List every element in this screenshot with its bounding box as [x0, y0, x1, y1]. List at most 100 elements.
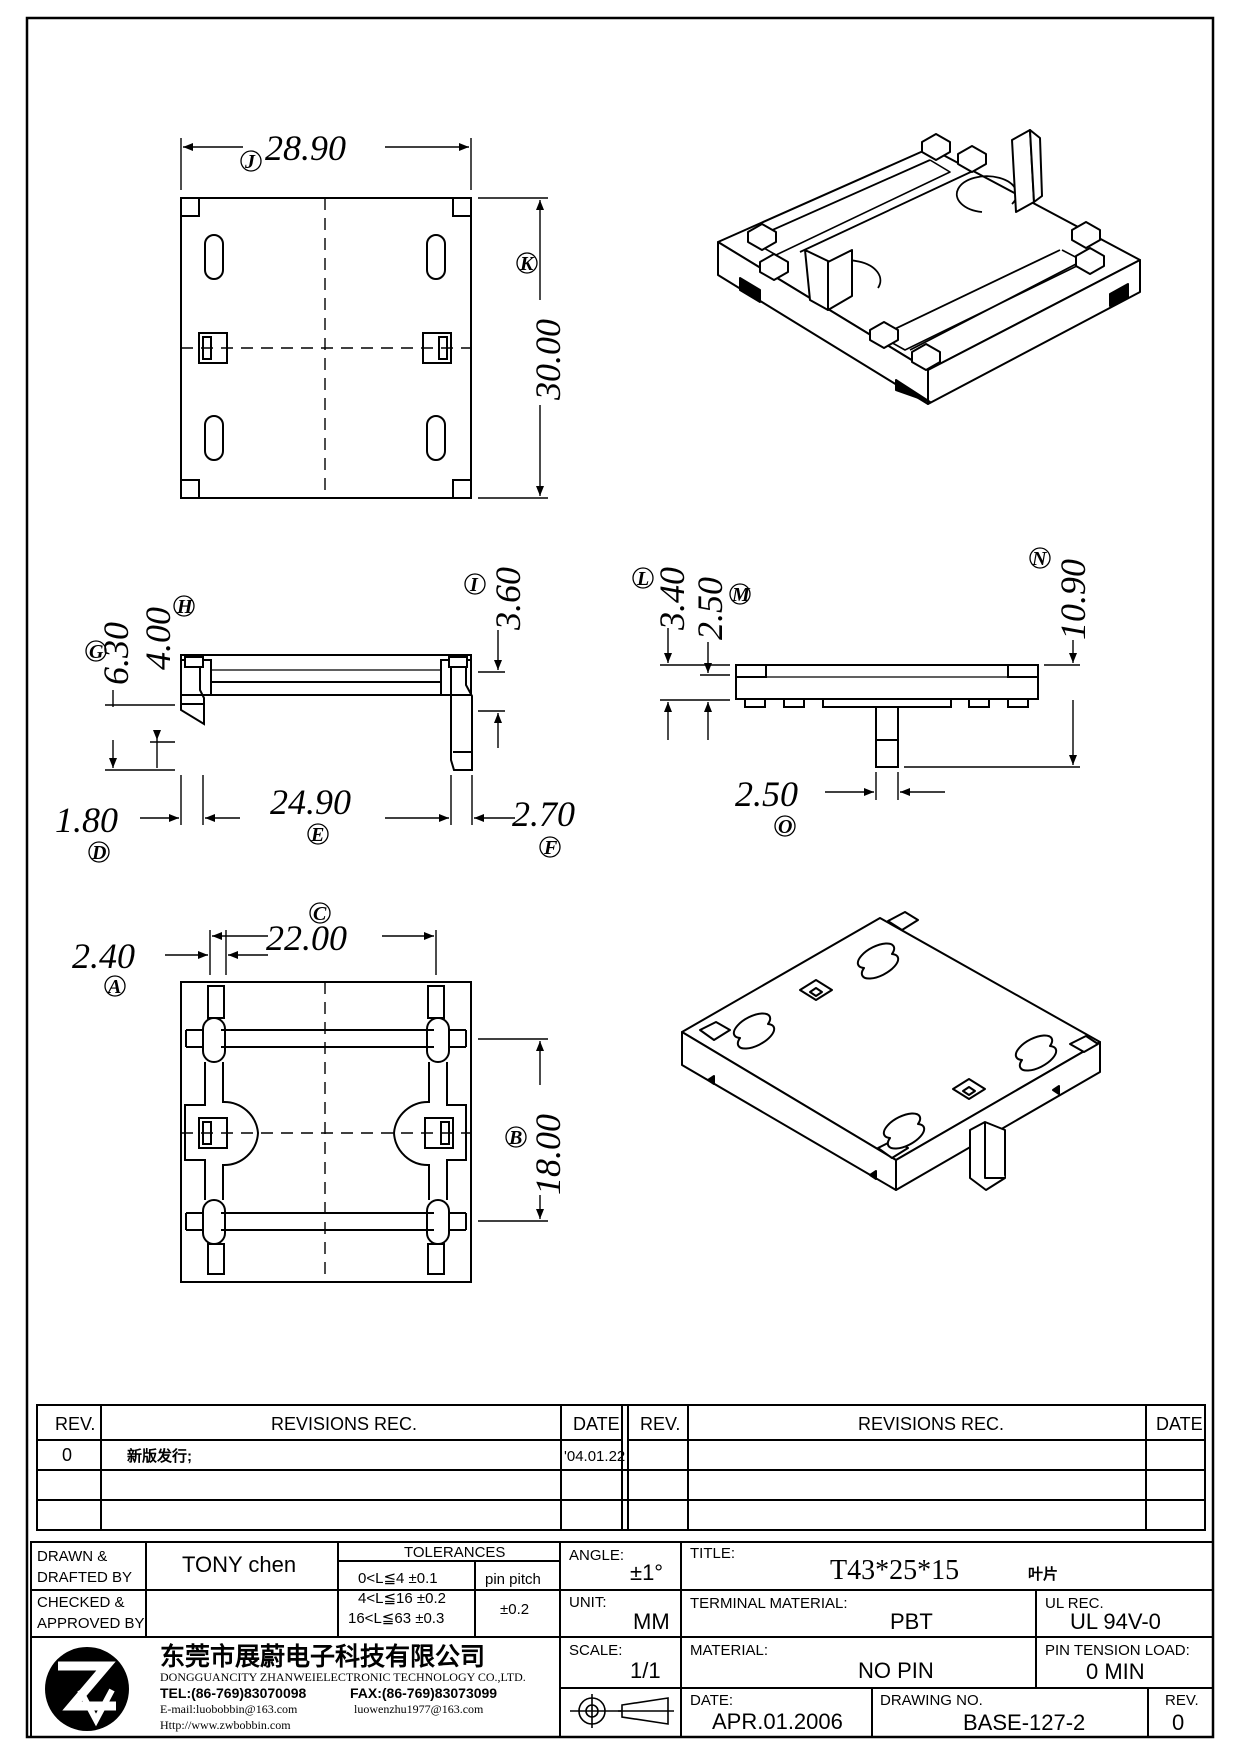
company-tel: TEL:(86-769)83070098 — [160, 1685, 307, 1701]
svg-text:E: E — [310, 824, 324, 846]
dim-24-90: 24.90 — [270, 782, 351, 822]
ref-B-callout: B — [505, 1126, 527, 1149]
title-value: T43*25*15 — [830, 1555, 959, 1586]
svg-text:F: F — [543, 837, 558, 859]
ref-L-callout: L — [632, 567, 654, 590]
dim-2-40: 2.40 — [72, 936, 135, 976]
rev-row-0-rec: 新版发行; — [127, 1447, 192, 1465]
checked-label-2: APPROVED BY — [37, 1615, 145, 1632]
ref-I-callout: I — [464, 573, 486, 596]
revisions-header-right: REVISIONS REC. — [858, 1414, 1004, 1434]
bottom-view — [180, 981, 472, 1283]
dim-18-00: 18.00 — [528, 1114, 568, 1195]
date-header-left: DATE — [573, 1414, 620, 1434]
terminal-material-label: TERMINAL MATERIAL: — [690, 1595, 848, 1612]
tolerance-3: 16<L≦63 ±0.3 — [348, 1610, 444, 1627]
dim-2-50-vertical: 2.50 — [690, 577, 730, 640]
company-fax: FAX:(86-769)83073099 — [350, 1685, 497, 1701]
top-view — [180, 197, 472, 499]
dim-30-00: 30.00 — [528, 319, 568, 401]
ref-O-callout: O — [774, 815, 796, 838]
pin-pitch-label: pin pitch — [485, 1571, 541, 1588]
ref-H-callout: H — [173, 595, 195, 618]
svg-text:K: K — [519, 253, 535, 275]
title-label: TITLE: — [690, 1545, 735, 1562]
svg-text:M: M — [731, 584, 751, 606]
ref-J-callout: J — [240, 150, 262, 173]
front-view-dims — [105, 630, 515, 825]
ref-G-callout: G — [85, 640, 107, 663]
angle-label: ANGLE: — [569, 1547, 624, 1564]
rev-row-0-date: '04.01.22 — [564, 1448, 625, 1465]
date-value: APR.01.2006 — [712, 1709, 843, 1734]
company-email-2: luowenzhu1977@163.com — [354, 1702, 484, 1716]
company-name-en: DONGGUANCITY ZHANWEIELECTRONIC TECHNOLOG… — [160, 1670, 526, 1684]
top-view-dims — [180, 138, 548, 499]
dim-2-70: 2.70 — [512, 794, 575, 834]
side-view-dims — [660, 628, 1080, 800]
svg-text:A: A — [106, 976, 121, 998]
ul-rec-value: UL 94V-0 — [1070, 1609, 1161, 1634]
pin-tension-value: 0 MIN — [1086, 1659, 1145, 1684]
drawn-label-2: DRAFTED BY — [37, 1569, 132, 1586]
material-value: NO PIN — [858, 1658, 934, 1683]
svg-text:H: H — [176, 596, 194, 618]
rev-label: REV. — [1165, 1692, 1199, 1709]
ref-D-callout: D — [88, 841, 110, 864]
rev-value: 0 — [1172, 1710, 1184, 1735]
unit-value: MM — [633, 1609, 670, 1634]
dim-3-40: 3.40 — [652, 567, 692, 631]
rev-header-left: REV. — [55, 1414, 95, 1434]
svg-text:I: I — [469, 574, 479, 596]
terminal-material-value: PBT — [890, 1609, 933, 1634]
tolerance-1: 0<L≦4 ±0.1 — [358, 1570, 438, 1587]
drawing-no-value: BASE-127-2 — [963, 1710, 1085, 1735]
title-block — [30, 1541, 1214, 1738]
svg-text:N: N — [1031, 548, 1048, 570]
scale-value: 1/1 — [630, 1658, 661, 1683]
ref-C-callout: C — [309, 902, 331, 925]
svg-text:C: C — [313, 903, 327, 925]
revisions-table — [36, 1404, 1206, 1531]
ref-M-callout: M — [729, 583, 751, 606]
company-web: Http://www.zwbobbin.com — [160, 1718, 291, 1732]
side-view — [735, 664, 1039, 768]
dim-6-30: 6.30 — [96, 622, 136, 685]
date-header-right: DATE — [1156, 1414, 1203, 1434]
pin-pitch-value: ±0.2 — [500, 1601, 529, 1618]
checked-label-1: CHECKED & — [37, 1594, 125, 1611]
drawn-label-1: DRAWN & — [37, 1548, 107, 1565]
tolerance-2: 4<L≦16 ±0.2 — [358, 1590, 446, 1607]
dim-1-80: 1.80 — [55, 800, 118, 840]
pin-tension-label: PIN TENSION LOAD: — [1045, 1642, 1190, 1659]
svg-text:J: J — [244, 151, 256, 173]
company-logo — [45, 1647, 129, 1731]
dim-10-90: 10.90 — [1053, 559, 1093, 640]
ref-K-callout: K — [516, 252, 538, 275]
dim-28-90: 28.90 — [265, 128, 346, 168]
drawing-no-label: DRAWING NO. — [880, 1692, 983, 1709]
svg-text:G: G — [89, 641, 104, 663]
svg-text:D: D — [91, 842, 106, 864]
dim-3-60: 3.60 — [488, 567, 528, 631]
ref-E-callout: E — [307, 823, 329, 846]
angle-value: ±1° — [630, 1560, 663, 1585]
scale-label: SCALE: — [569, 1642, 622, 1659]
iso-view-top — [717, 129, 1141, 405]
projection-symbol-icon — [570, 1694, 674, 1728]
date-label: DATE: — [690, 1692, 733, 1709]
ref-F-callout: F — [539, 836, 561, 859]
dim-4-00: 4.00 — [138, 607, 178, 670]
iso-view-bottom — [681, 911, 1101, 1191]
svg-text:L: L — [636, 568, 649, 590]
company-email-1: E-mail:luobobbin@163.com — [160, 1702, 298, 1716]
company-name-cn: 东莞市展蔚电子科技有限公司 — [160, 1642, 485, 1671]
dim-22-00: 22.00 — [266, 918, 347, 958]
revisions-header-left: REVISIONS REC. — [271, 1414, 417, 1434]
dim-2-50-horizontal: 2.50 — [735, 774, 798, 814]
ul-rec-label: UL REC. — [1045, 1595, 1104, 1612]
material-label: MATERIAL: — [690, 1642, 768, 1659]
svg-text:O: O — [778, 816, 792, 838]
drawn-value: TONY chen — [182, 1552, 296, 1577]
